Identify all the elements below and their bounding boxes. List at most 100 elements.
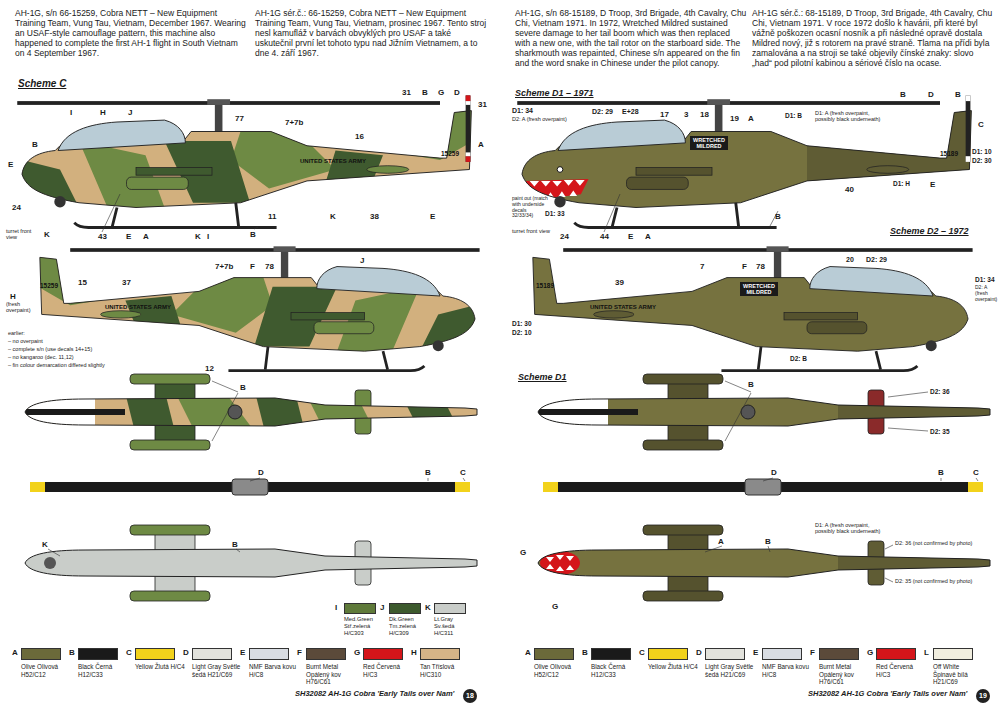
callout-label: D1: 34 [512, 107, 533, 115]
callout-label: G [552, 602, 558, 612]
callout-label: D1: B [785, 112, 802, 120]
footer-text: SH32082 AH-1G Cobra 'Early Tails over Na… [295, 689, 454, 698]
callout-label: B [748, 380, 754, 390]
callout-label: G [520, 548, 526, 558]
callout-label: A [143, 232, 149, 242]
legend-text: Light Gray Světle šedá H21/C69 [705, 663, 755, 678]
callout-label: B [422, 88, 428, 98]
swatch-letter: G [867, 648, 873, 658]
callout-label: D [258, 468, 264, 478]
color-swatch [434, 603, 466, 614]
callout-label: I [207, 232, 209, 242]
callout-label: B [900, 90, 906, 100]
callout-label: B [938, 468, 944, 478]
callout-label: D1: 30 [512, 320, 532, 328]
callout-label: 15 [78, 278, 87, 288]
callout-label: D1: H [893, 180, 910, 188]
color-swatch [933, 648, 973, 660]
note-text: D1: A (fresh overpaint, possibly black u… [815, 522, 887, 535]
legend-text: Med.Green Stř.zelená H/C303 [344, 616, 384, 637]
callout-label: F [742, 262, 747, 272]
callout-label: D2: 36 [930, 388, 950, 396]
callout-label: 31 [402, 88, 411, 98]
legend-text: Yellow Žlutá H/C4 [135, 663, 185, 671]
note-text: D2: A (fresh overpaint) [975, 285, 999, 302]
callout-label: 12 [205, 364, 214, 374]
note-text: D2: A (fresh overpaint) [512, 116, 567, 122]
callout-label: 78 [265, 262, 274, 272]
callout-label: A [748, 114, 754, 124]
callout-label: F [250, 262, 255, 272]
legend-text: Off White Špinavě bílá H21/C69 [933, 663, 983, 686]
scheme-heading: Scheme D2 – 1972 [890, 226, 969, 237]
callout-label: B [232, 540, 238, 550]
callout-label: K [44, 230, 50, 240]
swatch-letter: B [582, 648, 588, 658]
callout-label: 77 [235, 114, 244, 124]
painted-marking: UNITED STATES ARMY [300, 158, 366, 165]
description-text: AH-1G, s/n 68-15189, D Troop, 3rd Brigad… [515, 8, 747, 68]
callout-label: K [330, 212, 336, 222]
callout-label: 3 [684, 110, 688, 120]
swatch-letter: L [924, 648, 929, 658]
swatch-letter: D [183, 648, 189, 658]
note-text: D1: A (fresh overpaint, possibly black u… [815, 110, 885, 123]
callout-label: 43 [98, 232, 107, 242]
color-swatch [389, 603, 421, 614]
callout-label: D2: 10 [512, 329, 532, 337]
color-swatch [21, 648, 61, 660]
callout-label: 7 [700, 262, 704, 272]
swatch-letter: C [639, 648, 645, 658]
swatch-letter: D [696, 648, 702, 658]
scheme-heading: Scheme C [18, 78, 66, 90]
color-swatch [249, 648, 289, 660]
callout-label: 17 [660, 110, 669, 120]
callout-label: 20 [846, 256, 854, 264]
callout-label: D2: B [790, 355, 807, 363]
color-swatch [534, 648, 574, 660]
callout-label: 44 [600, 232, 609, 242]
color-swatch [344, 603, 376, 614]
swatch-letter: E [240, 648, 245, 658]
callout-label: 24 [560, 232, 569, 242]
swatch-letter: I [335, 603, 337, 613]
swatch-letter: F [297, 648, 302, 658]
note-text: – complete s/n (use decals 14+15) [8, 346, 92, 352]
note-text: D2: 35 (not confirmed by photo) [895, 578, 972, 584]
legend-text: Yellow Žlutá H/C4 [648, 663, 698, 671]
note-text: – no overpaint [8, 338, 43, 344]
callout-label: E+28 [622, 108, 639, 116]
note-text: D2: 36 (not confirmed by photo) [895, 540, 972, 546]
nose-art: WRETCHED MILDRED [690, 136, 728, 150]
callout-label: D2: 35 [930, 428, 950, 436]
color-swatch [306, 648, 346, 660]
callout-label: B [425, 468, 431, 478]
callout-label: B [250, 230, 256, 240]
callout-label: A [478, 140, 484, 150]
callout-label: B [240, 383, 246, 393]
callout-label: E [126, 232, 131, 242]
color-swatch [420, 648, 460, 660]
callout-label: C [978, 120, 984, 130]
legend-text: Dk.Green Tm.zelená H/C309 [389, 616, 429, 637]
callout-label: D [771, 468, 777, 478]
callout-label: 31 [478, 100, 487, 110]
callout-label: D [454, 88, 460, 98]
callout-label: D1: 10 [972, 148, 992, 156]
swatch-letter: G [354, 648, 360, 658]
note-text: paint out (match with underside decals 3… [512, 196, 548, 219]
note-text: – no kangaroo (dec. 11,12) [8, 354, 74, 360]
legend-text: Red Červená H/C3 [876, 663, 926, 678]
legend-text: Black Černá H12/C33 [78, 663, 128, 678]
swatch-letter: B [69, 648, 75, 658]
swatch-letter: F [810, 648, 815, 658]
callout-label: E [8, 160, 13, 170]
note-text: earlier: [8, 330, 25, 336]
color-swatch [78, 648, 118, 660]
legend-text: Burnt Metal Opálený kov H76/C61 [819, 663, 869, 686]
callout-label: A [718, 537, 724, 547]
legend-text: NMF Barva kovu H/C8 [249, 663, 299, 678]
footer-text: SH32082 AH-1G Cobra 'Early Tails over Na… [808, 689, 967, 698]
